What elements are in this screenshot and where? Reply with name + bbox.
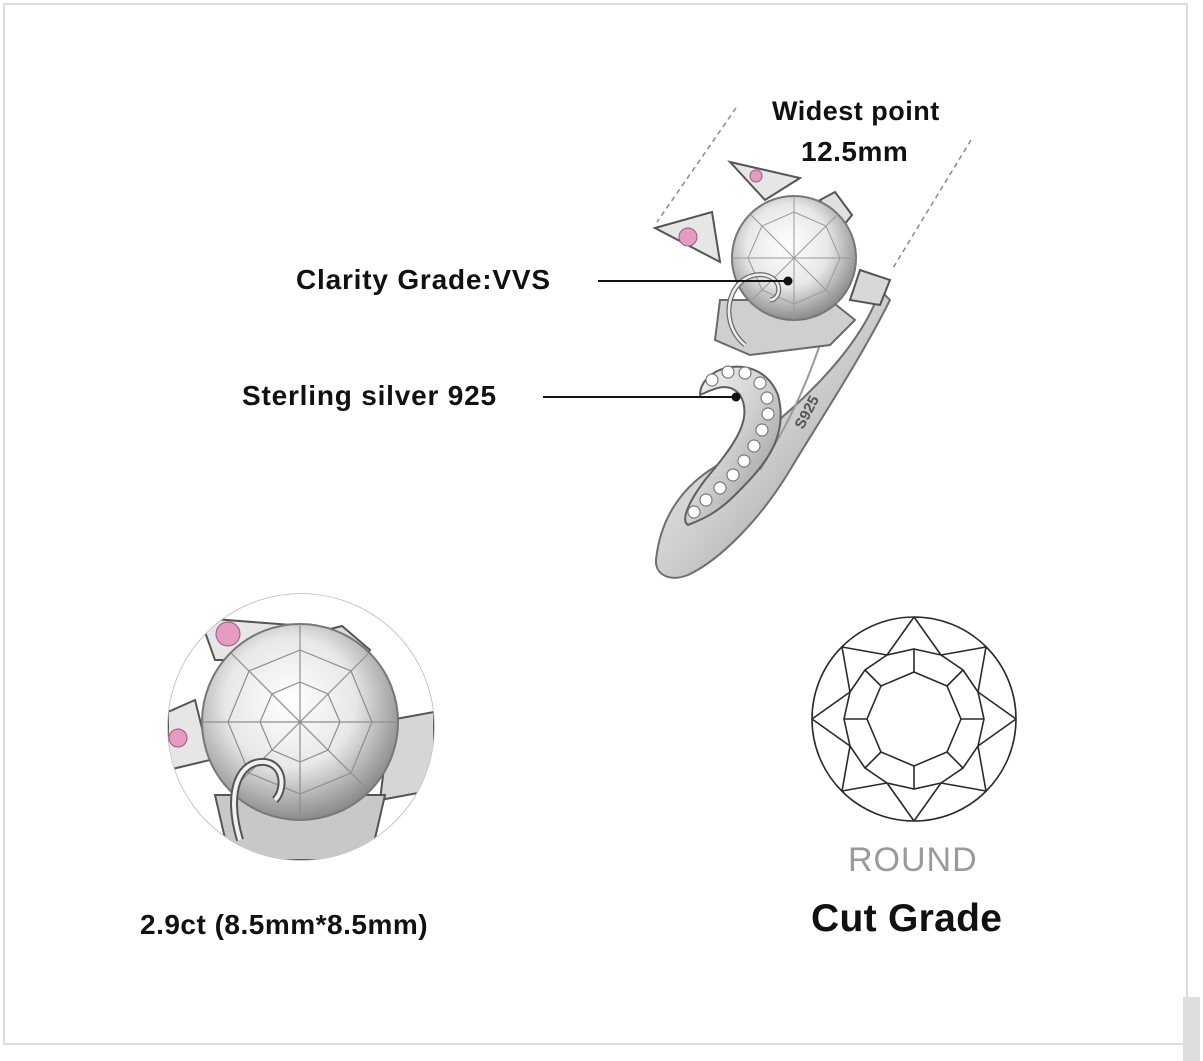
cut-grade-label: Cut Grade — [811, 897, 1003, 940]
image-frame — [3, 3, 1188, 1045]
widest-point-guides — [656, 107, 972, 269]
ring-product-image: S925 — [652, 160, 892, 579]
round-cut-diagram — [811, 616, 1017, 822]
material-label: Sterling silver 925 — [242, 380, 497, 411]
widest-point-value: 12.5mm — [801, 136, 909, 167]
clarity-grade-label: Clarity Grade:VVS — [296, 264, 551, 295]
stone-closeup-image — [167, 593, 435, 861]
stone-size-label: 2.9ct (8.5mm*8.5mm) — [140, 909, 429, 940]
clarity-callout — [598, 276, 793, 286]
scrollbar-thumb[interactable] — [1183, 997, 1200, 1061]
cut-type-label: ROUND — [848, 841, 978, 879]
material-callout — [543, 392, 741, 402]
widest-point-title: Widest point — [772, 96, 940, 126]
